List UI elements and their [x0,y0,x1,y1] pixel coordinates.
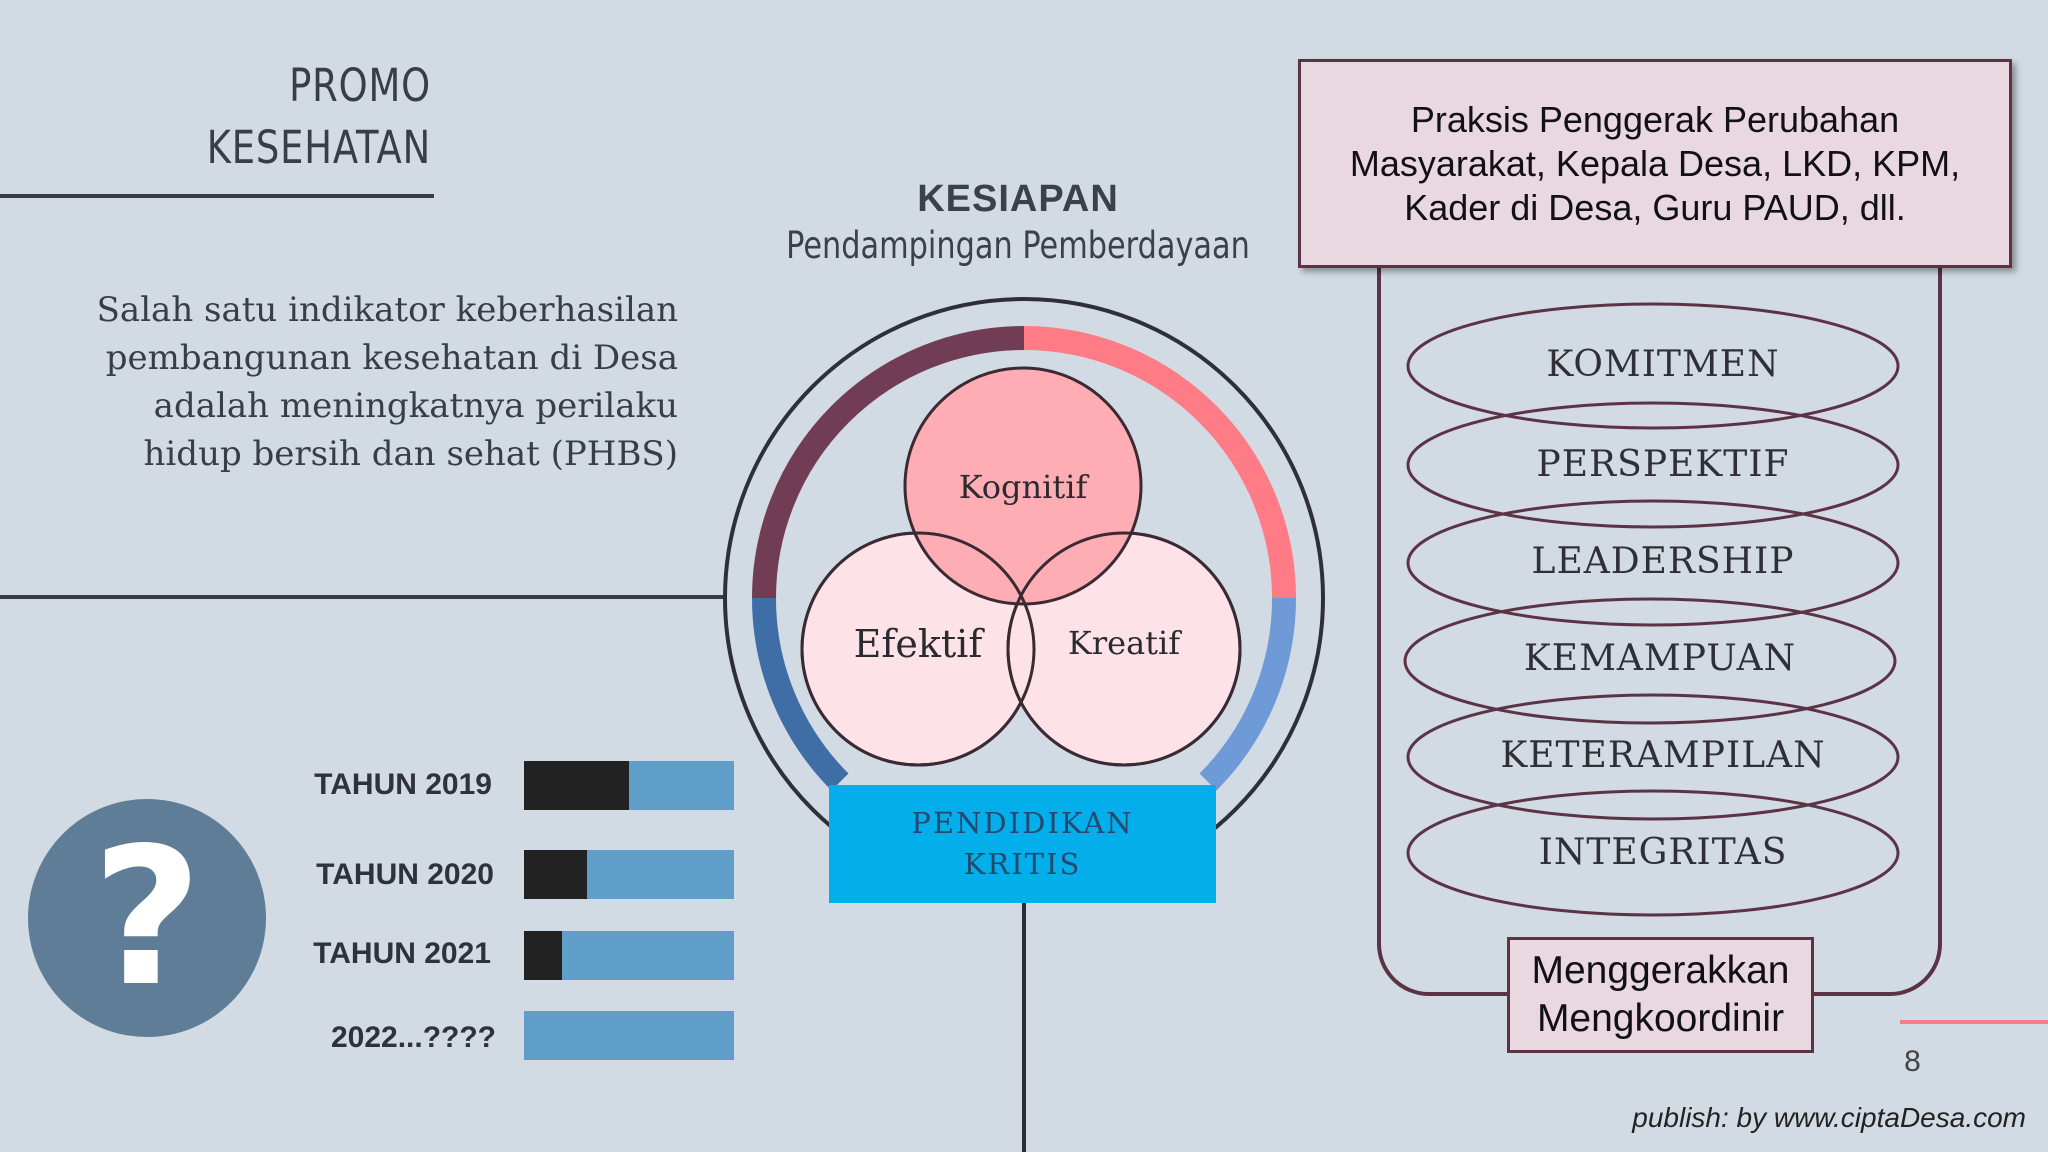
trait-leadership: LEADERSHIP [1531,541,1795,582]
description-line-4: hidup bersih dan sehat (PHBS) [143,434,678,474]
trait-keterampilan: KETERAMPILAN [1500,735,1826,776]
trait-ellipse-4 [1403,597,1897,725]
kesiapan-subtitle: Pendampingan Pemberdayaan [786,224,1250,267]
ring-arc-pink [1023,326,1296,599]
description-line-3: adalah meningkatnya perilaku [153,386,678,426]
question-mark-icon: ? [28,799,266,1037]
pendidikan-line-1: PENDIDIKAN [911,806,1134,840]
promo-title: PROMO KESEHATAN [185,55,431,179]
trait-ellipses [1403,302,1900,917]
year-bar-fill-2 [524,850,587,899]
trait-ellipse-6 [1406,789,1900,917]
ring-arc-blue-right [1199,597,1297,791]
praksis-line-3: Kader di Desa, Guru PAUD, dll. [1404,186,1906,228]
praksis-box: Praksis Penggerak Perubahan Masyarakat, … [1298,59,2012,268]
page-number: 8 [1904,1045,1921,1078]
pendidikan-kritis-box: PENDIDIKAN KRITIS [829,785,1216,903]
year-bar-2 [524,850,734,899]
trait-ellipse-1 [1406,302,1900,430]
trait-integritas: INTEGRITAS [1538,832,1788,873]
kesiapan-title: KESIAPAN [917,178,1119,220]
menggerakkan-box: Menggerakkan Mengkoordinir [1507,937,1814,1053]
venn-label-efektif: Efektif [854,622,986,666]
year-bar-4 [524,1011,734,1060]
year-label-3: TAHUN 2021 [313,937,491,970]
year-label-4: 2022...???? [330,1021,496,1054]
venn-label-kreatif: Kreatif [1068,624,1182,662]
description-line-2: pembangunan kesehatan di Desa [105,338,678,378]
venn-diagram: Kognitif Efektif Kreatif [800,366,1242,767]
venn-outline-efektif [800,531,1036,767]
venn-label-kognitif: Kognitif [959,468,1090,506]
ring-arc-maroon [752,326,1025,599]
trait-ellipse-2 [1406,401,1900,529]
pendidikan-line-2: KRITIS [963,847,1082,881]
year-bar-fill-3 [524,931,562,980]
year-bar-1 [524,761,734,810]
praksis-line-1: Praksis Penggerak Perubahan [1410,98,1900,140]
year-label-1: TAHUN 2019 [314,768,492,801]
trait-komitmen: KOMITMEN [1546,344,1780,385]
menggerakkan-line-2: Mengkoordinir [1536,997,1785,1040]
trait-perspektif: PERSPEKTIF [1536,444,1790,485]
year-bar-3 [524,931,734,980]
trait-kemampuan: KEMAMPUAN [1523,638,1797,679]
trait-ellipse-3 [1406,499,1900,627]
menggerakkan-line-1: Menggerakkan [1531,949,1790,992]
promo-line-2: KESEHATAN [206,121,431,174]
year-label-2: TAHUN 2020 [316,858,494,891]
trait-ellipse-5 [1406,693,1900,821]
promo-line-1: PROMO [289,59,431,112]
venn-circle-kognitif [903,366,1143,606]
year-bar-fill-1 [524,761,629,810]
description-line-1: Salah satu indikator keberhasilan [96,290,678,330]
publish-credit: publish: by www.ciptaDesa.com [1632,1102,2026,1133]
venn-outline-kreatif [1006,531,1242,767]
praksis-line-2: Masyarakat, Kepala Desa, LKD, KPM, [1349,142,1961,184]
ring-arc-blue-left [751,597,849,791]
description-text: Salah satu indikator keberhasilan pemban… [40,286,678,478]
